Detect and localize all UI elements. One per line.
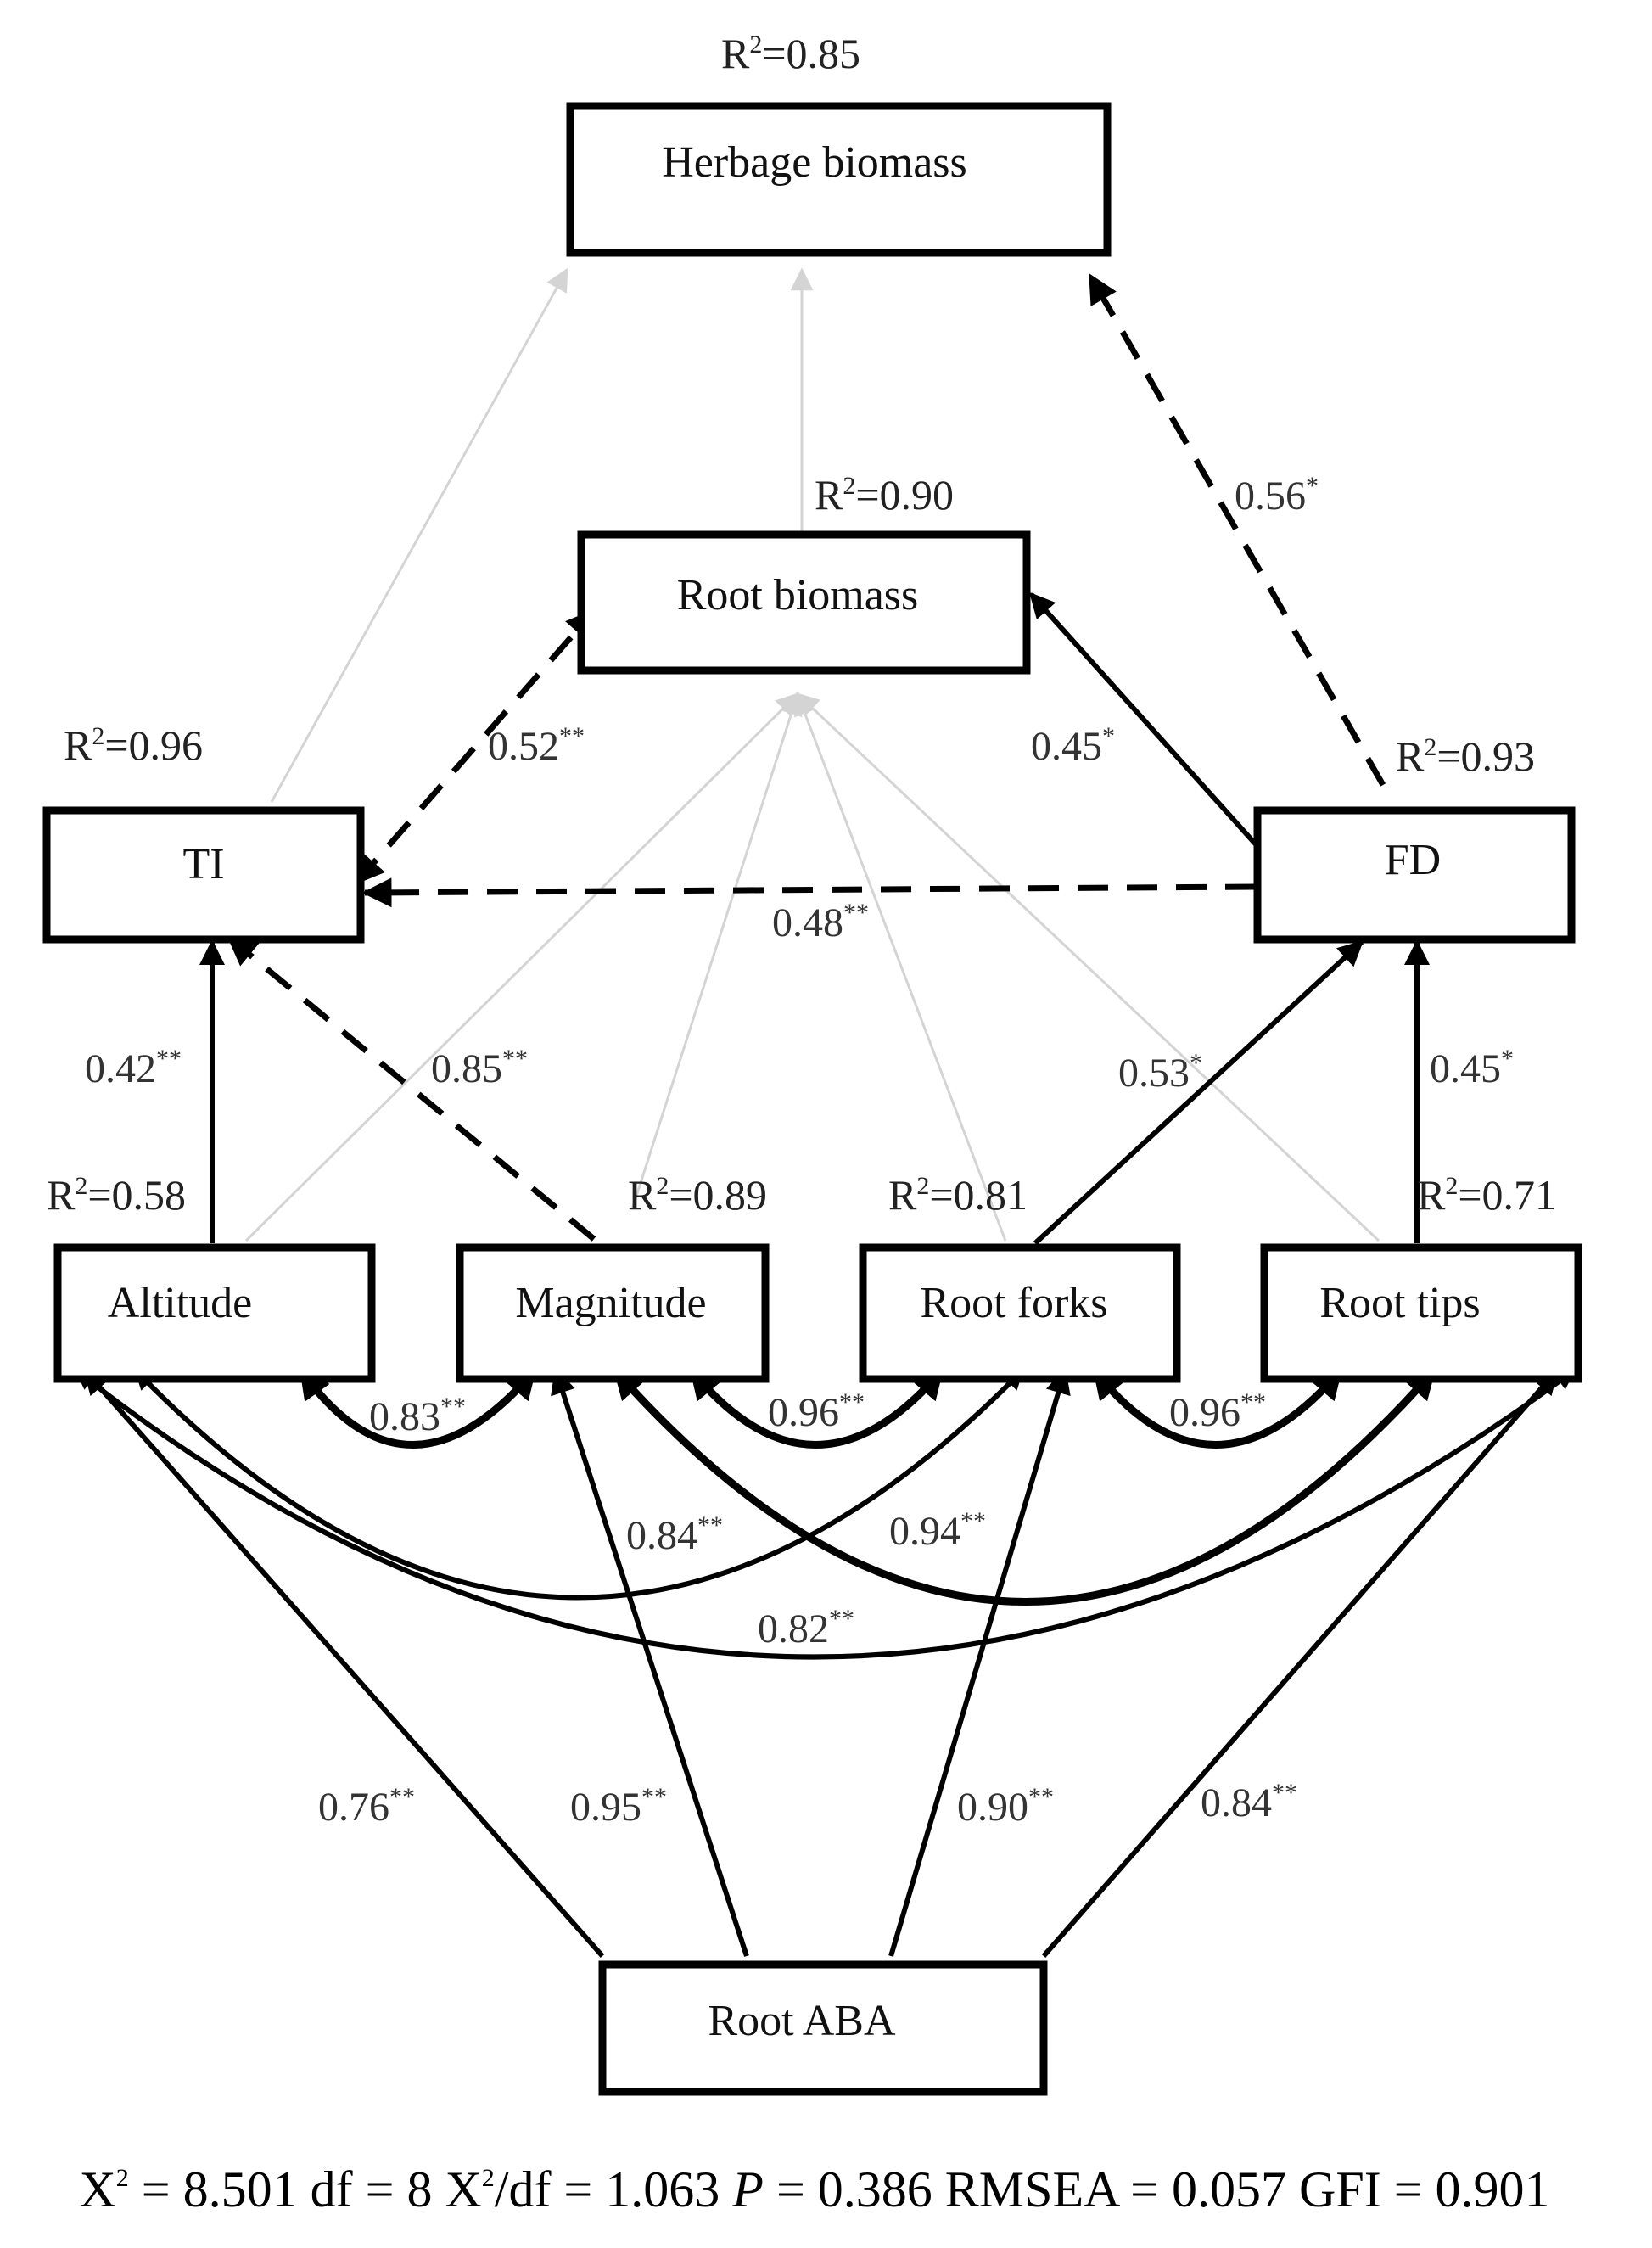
node-magnitude: Magnitude [456,1243,770,1383]
r2-fd: R2=0.93 [1396,732,1535,780]
node-root-tips: Root tips [1260,1243,1582,1383]
corr-arc-root-forks-root-tips [1091,1368,1344,1449]
corr-arc-altitude-magnitude [298,1368,538,1449]
node-label: Root tips [1319,1279,1480,1327]
path-fd-to-ti [361,877,1257,908]
corr-label-magnitude-root-forks: 0.96** [768,1388,865,1435]
path-aba-to-root-tips [1041,1368,1560,1958]
coef-aba-magnitude: 0.95** [570,1783,667,1830]
r2-ti: R2=0.96 [64,721,203,769]
coef-ti-root-biomass: 0.52** [488,722,585,769]
path-magnitude-to-ti [227,935,596,1242]
nonsignificant-paths [244,267,1380,1242]
node-root-forks: Root forks [859,1243,1181,1383]
significant-paths [82,272,1560,1958]
r2-root-biomass: R2=0.90 [815,471,954,519]
r2-altitude: R2=0.58 [47,1171,186,1219]
node-label: Herbage biomass [662,138,967,187]
path-root-forks-to-fd [1033,939,1364,1246]
path-fd-to-root-biomass [1028,591,1258,847]
corr-label-altitude-root-forks: 0.84** [626,1511,723,1558]
path-ti-to-root-biomass [354,608,596,885]
node-root-biomass: Root biomass [577,530,1031,675]
path-ti-to-herbage [270,267,568,803]
corr-arc-altitude-root-forks [133,1368,1025,1601]
node-label: Root forks [921,1279,1108,1327]
coef-fd-ti: 0.48** [772,899,869,945]
coef-aba-root-tips: 0.84** [1201,1779,1297,1825]
model-fit-statistics: X2 = 8.501 df = 8 X2/df = 1.063 P = 0.38… [79,2161,1549,2217]
path-aba-to-magnitude [551,1368,749,1957]
node-label: Root biomass [677,571,919,619]
corr-arc-altitude-root-tips [75,1368,1576,1660]
coef-root-tips-fd: 0.45* [1430,1045,1514,1091]
coef-fd-root-biomass: 0.45* [1031,722,1115,769]
corr-label-magnitude-root-tips: 0.94** [889,1507,986,1554]
corr-arc-magnitude-root-tips [612,1368,1437,1606]
node-label: Magnitude [515,1279,706,1327]
coef-root-forks-fd: 0.53* [1118,1049,1202,1096]
coef-aba-root-forks: 0.90** [957,1783,1054,1830]
node-label: FD [1385,836,1441,884]
correlation-labels: 0.83** 0.96** 0.96** 0.84** 0.94** 0.82*… [369,1388,1266,1651]
path-magnitude-to-root-biomass [630,692,803,1210]
r2-root-forks: R2=0.81 [888,1171,1028,1219]
node-fd: FD [1253,806,1576,944]
corr-label-altitude-magnitude: 0.83** [369,1393,466,1439]
node-herbage-biomass: Herbage biomass [566,102,1112,257]
node-label: Altitude [108,1279,252,1327]
coef-magnitude-ti: 0.85** [431,1045,528,1091]
corr-label-root-forks-root-tips: 0.96** [1169,1388,1266,1435]
corr-label-altitude-root-tips: 0.82** [758,1605,854,1651]
path-coefficient-labels: 0.56* 0.52** 0.45* 0.48** 0.42** 0.85** … [85,472,1514,1830]
path-root-forks-to-root-biomass [794,692,1007,1242]
path-aba-to-root-forks [888,1368,1071,1957]
node-ti: TI [42,806,365,944]
coef-aba-altitude: 0.76** [318,1783,415,1830]
correlation-arcs [75,1368,1576,1660]
node-root-aba: Root ABA [598,1960,1048,2096]
path-altitude-to-root-biomass [244,692,799,1242]
node-label: Root ABA [708,1997,895,2045]
corr-arc-magnitude-root-forks [688,1368,945,1449]
coef-fd-herbage: 0.56* [1235,472,1319,519]
r2-root-tips: R2=0.71 [1417,1171,1556,1219]
r2-herbage-biomass: R2=0.85 [721,30,860,77]
path-root-tips-to-root-biomass [796,692,1380,1242]
path-aba-to-altitude [82,1368,605,1958]
r-squared-labels: R2=0.85 R2=0.90 R2=0.96 R2=0.93 R2=0.58 … [47,30,1556,1219]
node-altitude: Altitude [53,1243,376,1383]
node-label: TI [182,840,224,889]
r2-magnitude: R2=0.89 [628,1171,767,1219]
coef-altitude-ti: 0.42** [85,1045,182,1091]
